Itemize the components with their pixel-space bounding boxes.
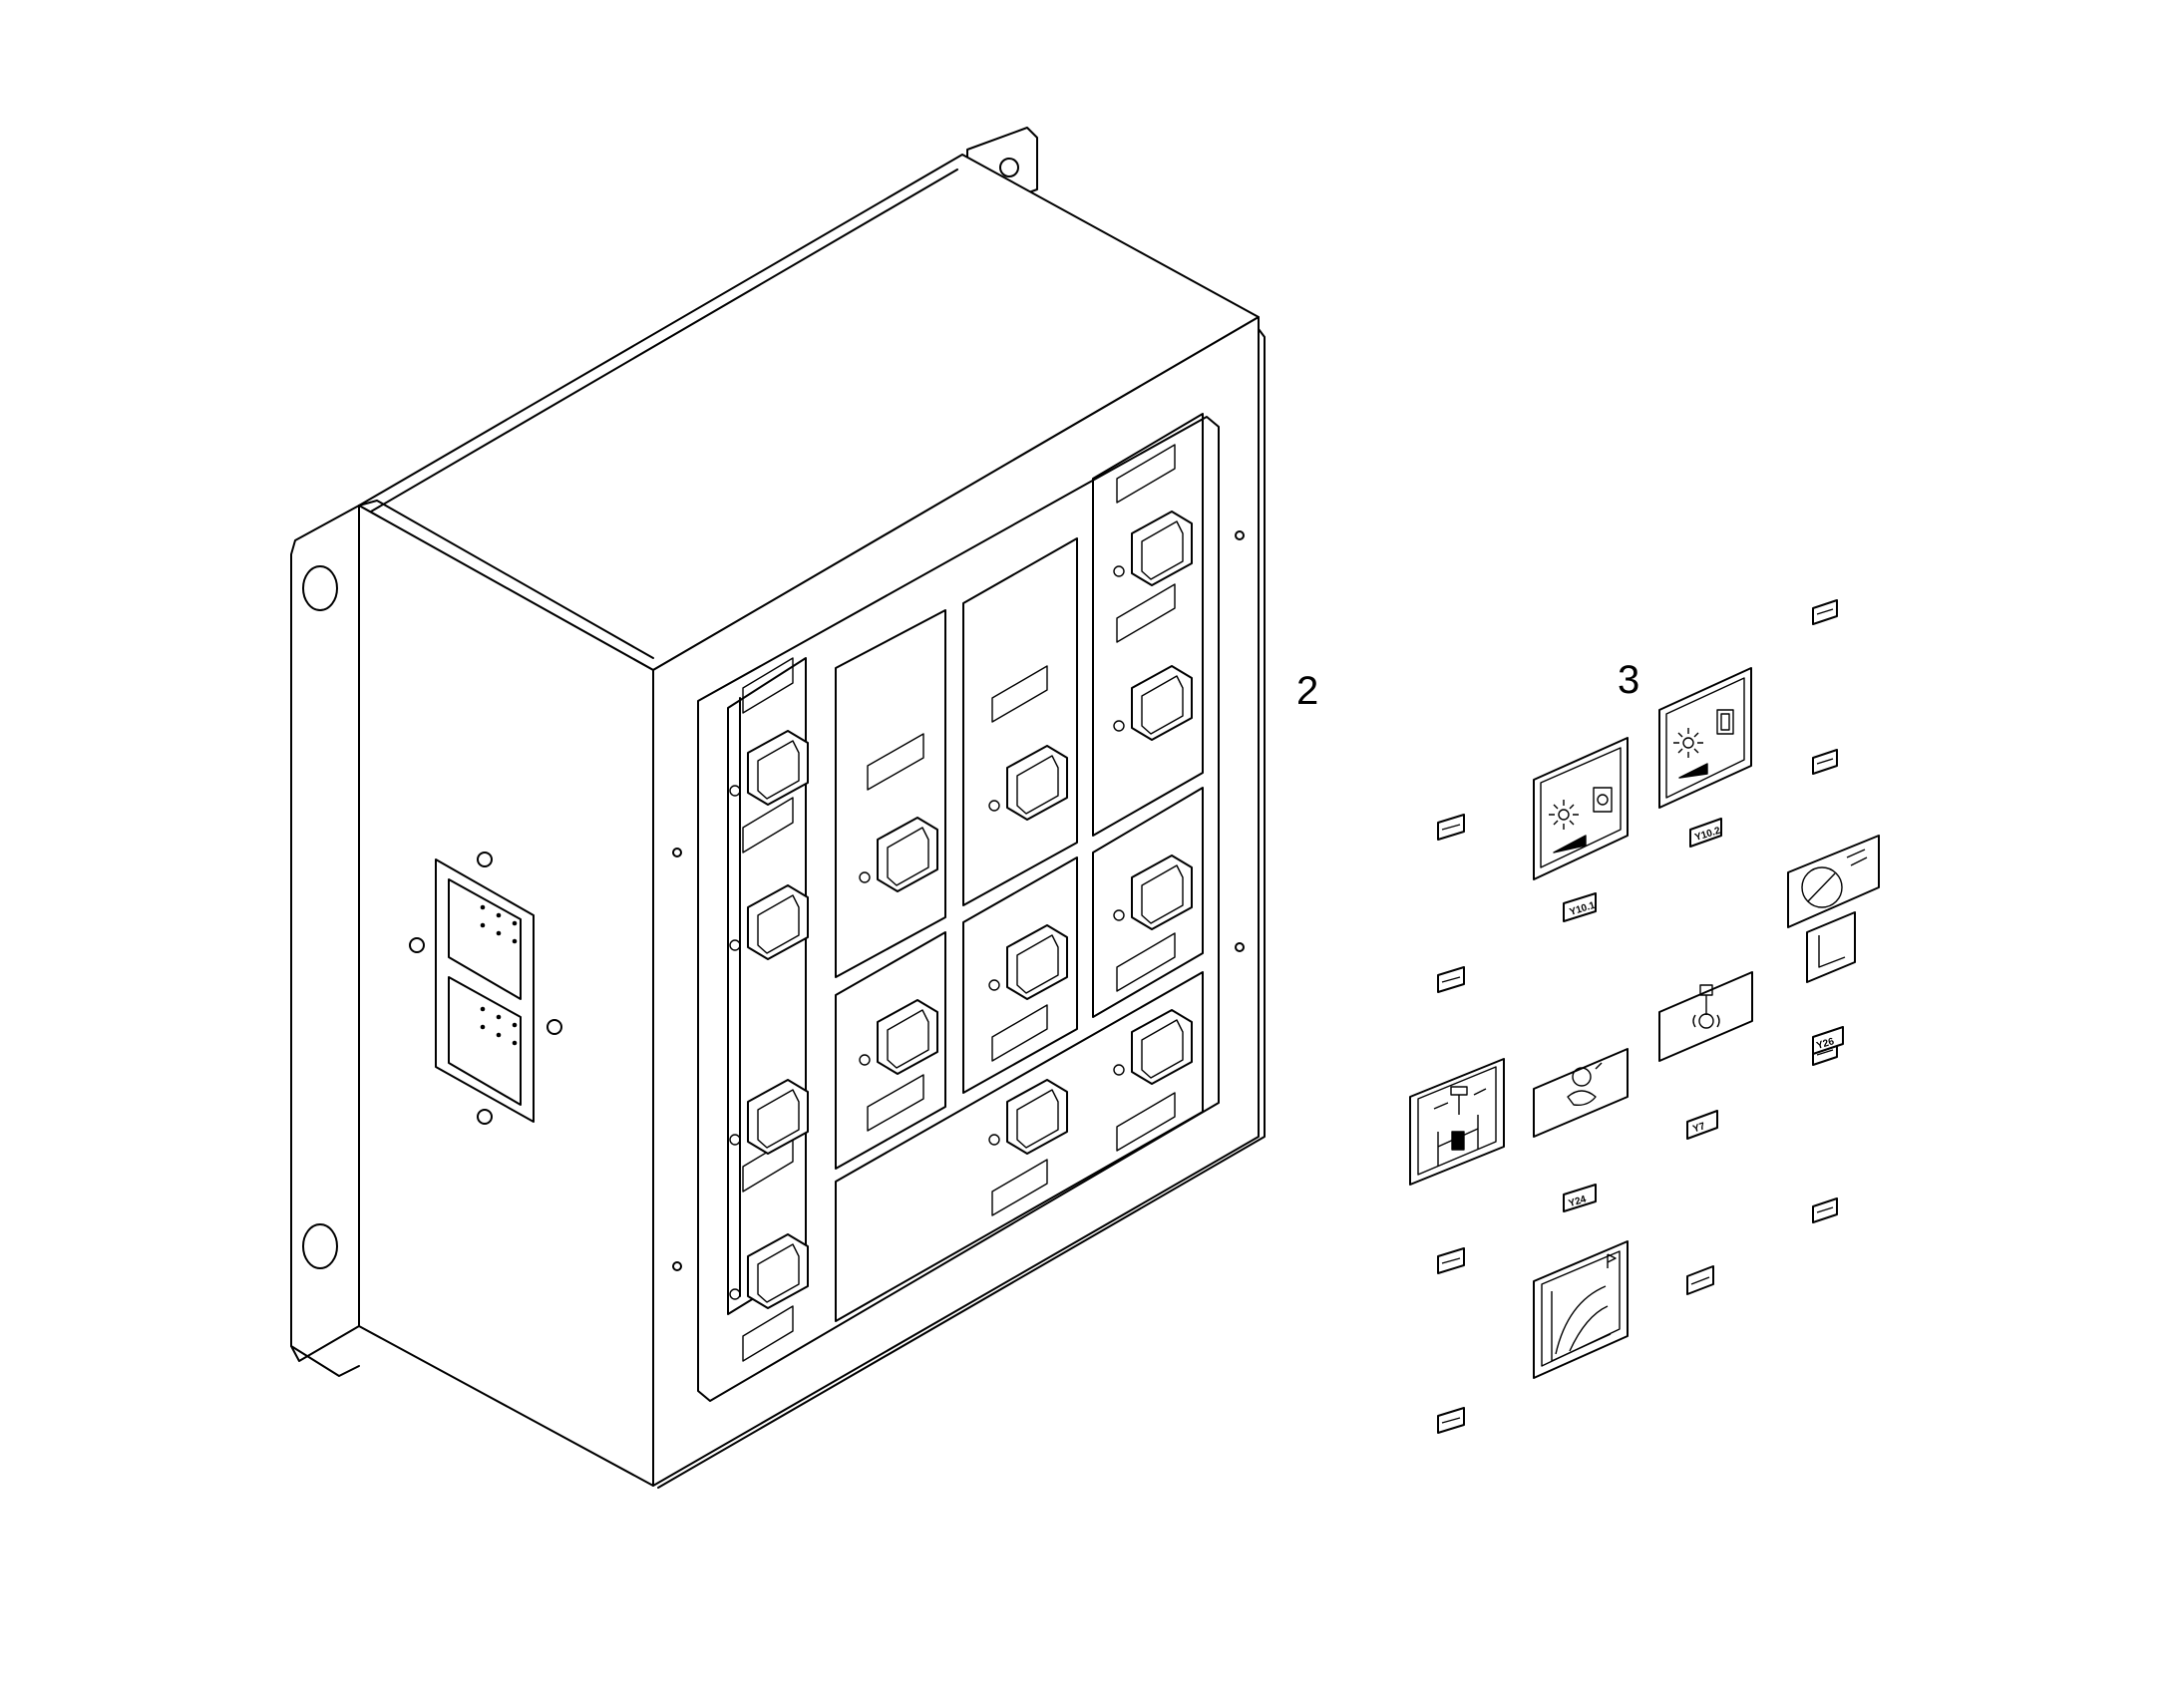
pressure-curve-icon xyxy=(1551,1253,1617,1362)
decal-y24-caption: Y24 xyxy=(1568,1194,1589,1209)
junction-box xyxy=(290,127,1266,1489)
callout-2: 2 xyxy=(1296,669,1318,713)
small-tag xyxy=(1437,814,1465,841)
small-tag xyxy=(1437,1247,1465,1274)
decal-y26: Y26 xyxy=(1787,835,1880,1055)
decal-set: Y10.1 Y10.2 xyxy=(1409,599,1880,1434)
decal-y24: Y24 xyxy=(1533,1048,1629,1212)
decal-y7-caption: Y7 xyxy=(1691,1121,1706,1135)
clutch-pedal-icon xyxy=(1692,984,1720,1029)
small-tag xyxy=(1437,1407,1465,1434)
hand-grip-icon xyxy=(1567,1062,1603,1107)
small-tag xyxy=(1812,599,1838,625)
decal-lift-linkage xyxy=(1409,1058,1505,1186)
callout-3: 3 xyxy=(1618,658,1639,702)
gauge-dial-icon xyxy=(1801,849,1868,908)
sun-burst-icon xyxy=(1549,787,1613,854)
small-tag xyxy=(1686,1265,1714,1295)
decal-y7: Y7 xyxy=(1658,971,1753,1140)
small-tag xyxy=(1812,749,1838,775)
decal-y10-1: Y10.1 xyxy=(1533,737,1629,922)
panel-connectors xyxy=(729,511,1193,1309)
decal-y10-2: Y10.2 xyxy=(1658,667,1752,848)
small-tag xyxy=(1437,966,1465,993)
small-tag xyxy=(1812,1197,1838,1223)
sun-burst-icon xyxy=(1673,709,1734,779)
side-connector-block xyxy=(409,852,562,1125)
hitch-lift-icon xyxy=(1433,1086,1487,1167)
decal-y26-caption: Y26 xyxy=(1815,1036,1836,1052)
decal-pressure-curve xyxy=(1533,1240,1629,1379)
